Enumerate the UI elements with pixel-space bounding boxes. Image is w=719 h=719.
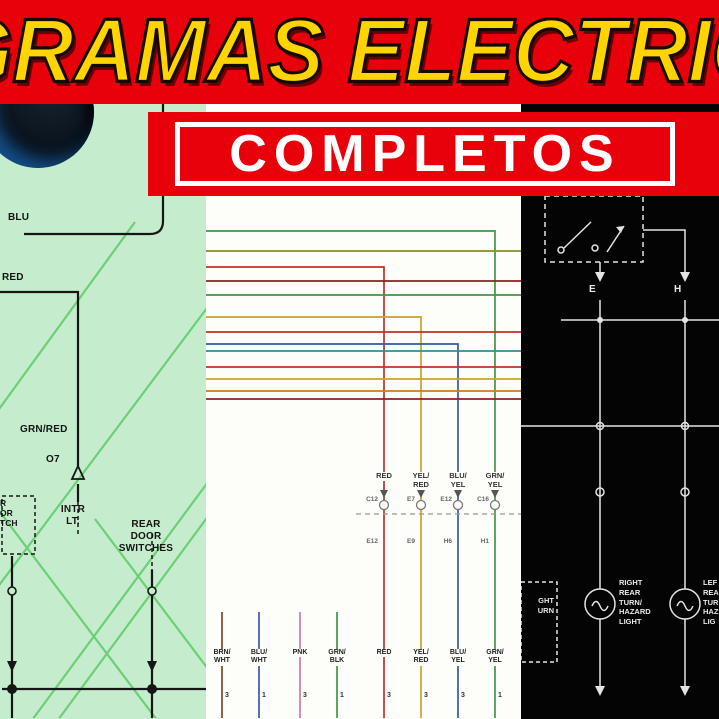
left-rear-turn-hazard-light-label-cropped: LEF REA TUR HAZ LIG (703, 578, 719, 626)
rear-door-switches-label: REAR DOOR SWITCHES (118, 519, 174, 554)
column-label-blu-yel: BLU/ YEL (443, 471, 473, 490)
column-label-red: RED (369, 471, 399, 481)
cropped-left-label-fragment: R OR TCH (0, 498, 18, 529)
connector-arrows (380, 490, 499, 498)
column-label-grn-yel: GRN/ YEL (480, 471, 510, 490)
connector-id-bottom-1: E12 (366, 538, 378, 545)
white-wires (521, 195, 719, 686)
dashed-switch-boxes (1, 495, 153, 570)
wire-label-blu: BLU (8, 212, 30, 223)
completos-banner: COMPLETOS (148, 112, 719, 196)
connector-id-top-4: C16 (477, 496, 489, 503)
connector-id-bottom-3: H6 (443, 538, 452, 545)
cropped-dashed-box (521, 581, 558, 663)
connector-circles (378, 499, 501, 511)
diagonal-grid-lines (0, 221, 206, 718)
bottom-wire-label-blu-yel: BLU/ YEL (440, 649, 476, 666)
connector-id-bottom-4: H1 (480, 538, 489, 545)
white-wiring-diagram-panel: RED YEL/ RED BLU/ YEL GRN/ YEL C12 E7 E1… (206, 104, 521, 719)
wire-label-grn-red: GRN/RED (20, 424, 68, 435)
bottom-wire-label-pnk: PNK (282, 649, 318, 658)
connector-circles (7, 586, 157, 596)
wire-label-red: RED (2, 272, 24, 283)
pin-number-2: 1 (262, 692, 266, 699)
title-text: GRAMAS ELECTRIC (0, 0, 719, 103)
relay-dashed-box (544, 195, 644, 263)
pin-number-3: 3 (303, 692, 307, 699)
left-diagram-svg (0, 104, 206, 718)
connector-id-top-3: E12 (440, 496, 452, 503)
connector-id-bottom-2: E9 (407, 538, 415, 545)
right-diagram-svg (521, 195, 719, 696)
connector-label-o7: O7 (46, 454, 60, 465)
wire-cascade (206, 230, 521, 718)
right-rear-turn-hazard-light-label: RIGHT REAR TURN/ HAZARD LIGHT (619, 578, 651, 626)
completos-border-box: COMPLETOS (175, 122, 675, 186)
arrows-and-junction-dots (7, 661, 157, 694)
pin-number-5: 3 (387, 692, 391, 699)
pin-number-4: 1 (340, 692, 344, 699)
green-wiring-diagram-panel: BLU RED GRN/RED O7 INTR LT. REAR DOOR SW… (0, 104, 206, 719)
completos-text: COMPLETOS (229, 125, 621, 183)
pin-number-1: 3 (225, 692, 229, 699)
left-rear-lamp-symbol (669, 588, 701, 620)
o7-arrow (70, 463, 86, 480)
pin-number-8: 1 (498, 692, 502, 699)
black-wiring-diagram-panel: E H RIGHT REAR TURN/ HAZARD LIGHT LEF RE… (521, 104, 719, 719)
connector-id-top-1: C12 (366, 496, 378, 503)
bottom-wire-label-yel-red: YEL/ RED (403, 649, 439, 666)
terminal-label-h: H (674, 284, 682, 295)
pin-number-7: 3 (461, 692, 465, 699)
bottom-wire-label-brn-wht: BRN/ WHT (206, 649, 240, 666)
connector-id-top-2: E7 (407, 496, 415, 503)
cropped-box-label-fragment: GHT URN (537, 596, 554, 615)
middle-diagram-svg (206, 230, 521, 718)
column-label-yel-red: YEL/ RED (406, 471, 436, 490)
right-rear-lamp-symbol (584, 588, 616, 620)
bottom-wire-label-red: RED (366, 649, 402, 658)
pin-number-6: 3 (424, 692, 428, 699)
bottom-wire-label-grn-blk: GRN/ BLK (319, 649, 355, 666)
arrowheads-and-dots (595, 226, 690, 696)
title-banner: GRAMAS ELECTRIC (0, 0, 719, 104)
bottom-wire-label-grn-yel: GRN/ YEL (477, 649, 513, 666)
intr-lt-label: INTR LT. (60, 504, 86, 527)
terminal-label-e: E (589, 284, 596, 295)
bottom-wire-label-blu-wht: BLU/ WHT (241, 649, 277, 666)
